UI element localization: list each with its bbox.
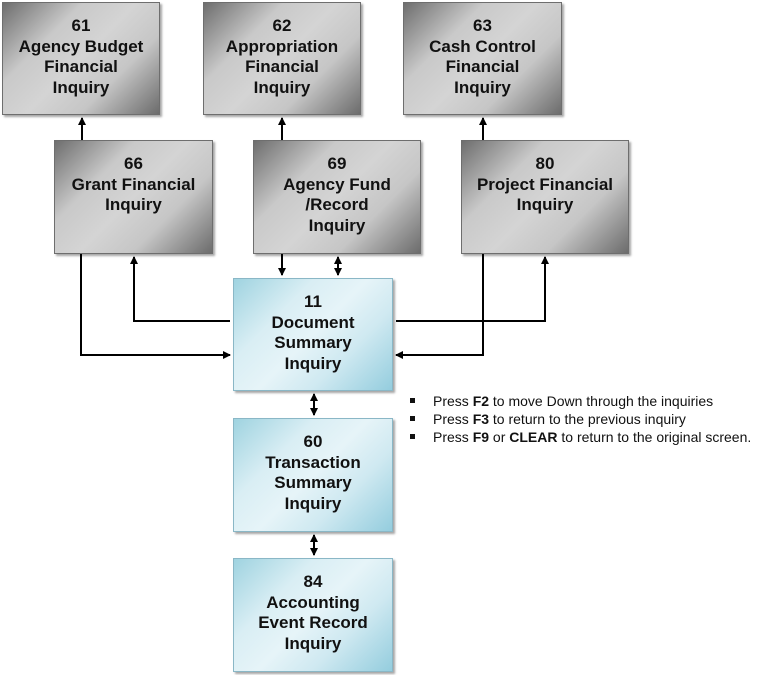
node-11-line: Document (271, 312, 355, 332)
node-66-line: Grant Financial (71, 174, 196, 194)
note-text: to move Down through the inquiries (489, 393, 714, 409)
node-63-line: Inquiry (454, 77, 511, 97)
edge-66-to-11 (80, 254, 231, 359)
node-69-line: Inquiry (308, 215, 366, 235)
instruction-f2: Press F2 to move Down through the inquir… (410, 392, 751, 410)
node-11-document-summary-inquiry: 11 Document Summary Inquiry (233, 278, 393, 391)
node-66-line: 66 (124, 154, 143, 173)
node-80-line: Inquiry (516, 195, 574, 214)
node-62-line: Appropriation (225, 36, 339, 56)
node-80-project-financial-inquiry: 80 Project Financial Inquiry (461, 140, 629, 254)
node-69-line: 69 (327, 154, 347, 173)
node-63-cash-control-financial-inquiry: 63 Cash Control Financial Inquiry (403, 2, 562, 115)
node-62-line: Financial (245, 57, 319, 76)
node-62-appropriation-financial-inquiry: 62 Appropriation Financial Inquiry (203, 2, 361, 115)
note-text: or (489, 429, 510, 445)
node-60-transaction-summary-inquiry: 60 Transaction Summary Inquiry (233, 418, 393, 532)
node-69-line: /Record (305, 195, 369, 214)
node-62-line: Inquiry (253, 77, 311, 97)
node-84-line: Event Record (258, 613, 368, 632)
node-61-line: Agency Budget (18, 36, 144, 56)
key-label: F3 (472, 411, 490, 427)
node-80-line: 80 (535, 154, 555, 173)
node-84-line: 84 (303, 572, 323, 591)
node-66-line: Inquiry (105, 195, 162, 214)
note-text: to return to the previous inquiry (489, 411, 686, 427)
key-label: F2 (472, 393, 490, 409)
node-61-line: Inquiry (52, 77, 110, 97)
node-62-line: 62 (272, 16, 292, 35)
edge-80-to-11 (395, 254, 484, 359)
bullet-icon (410, 434, 415, 439)
bullet-icon (410, 398, 415, 403)
node-84-line: Accounting (266, 592, 360, 612)
bullet-icon (410, 416, 415, 421)
node-84-line: Inquiry (284, 633, 342, 653)
node-69-line: Agency Fund (283, 174, 391, 194)
instruction-f9-clear: Press F9 or CLEAR to return to the origi… (410, 428, 751, 446)
note-text: to return to the original screen. (557, 429, 752, 445)
note-text: Press (433, 429, 473, 445)
instruction-f3: Press F3 to return to the previous inqui… (410, 410, 751, 428)
node-63-line: 63 (473, 16, 492, 35)
node-69-agency-fund-record-inquiry: 69 Agency Fund /Record Inquiry (253, 140, 421, 254)
key-instructions-list: Press F2 to move Down through the inquir… (410, 392, 751, 446)
node-66-grant-financial-inquiry: 66 Grant Financial Inquiry (54, 140, 213, 254)
node-11-line: Inquiry (284, 353, 342, 373)
key-label: F9 (472, 429, 490, 445)
node-84-accounting-event-record-inquiry: 84 Accounting Event Record Inquiry (233, 558, 393, 672)
node-60-line: Inquiry (284, 493, 342, 513)
note-text: Press (433, 393, 473, 409)
node-61-line: 61 (71, 16, 91, 35)
key-label: CLEAR (509, 429, 558, 445)
node-60-line: 60 (303, 432, 323, 451)
node-80-line: Project Financial (476, 174, 614, 194)
node-11-line: Summary (274, 333, 352, 352)
node-11-line: 11 (304, 292, 322, 311)
node-61-line: Financial (44, 57, 118, 76)
node-61-agency-budget-financial-inquiry: 61 Agency Budget Financial Inquiry (2, 2, 160, 115)
note-text: Press (433, 411, 473, 427)
node-63-line: Financial (445, 57, 520, 76)
edge-11-to-66 (130, 256, 230, 322)
node-63-line: Cash Control (429, 36, 536, 56)
node-60-line: Transaction (265, 452, 361, 472)
node-60-line: Summary (274, 473, 352, 492)
edge-11-to-80 (396, 256, 549, 322)
